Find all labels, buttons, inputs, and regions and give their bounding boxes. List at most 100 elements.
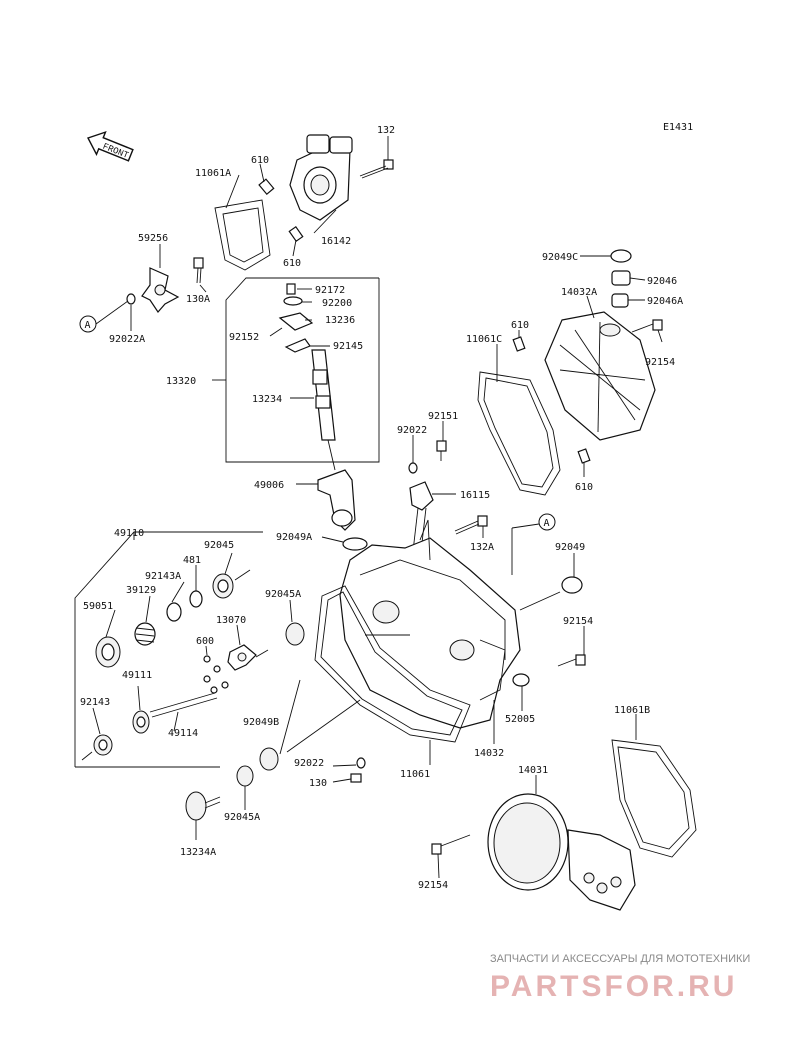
dowel-pin-610-right-lower <box>577 448 591 464</box>
label-39129: 39129 <box>126 585 156 596</box>
label-92049B: 92049B <box>243 717 279 728</box>
dowel-pin-610-right <box>512 336 526 352</box>
bolt-92154-upper <box>631 319 663 333</box>
washer-92022 <box>408 462 418 474</box>
water-pump-cover <box>289 134 353 221</box>
bolt-92154-lower <box>431 834 471 855</box>
label-59051: 59051 <box>83 601 113 612</box>
dowel-pin-610-lower <box>288 225 304 243</box>
label-92045A-upper: 92045A <box>265 589 301 600</box>
generator-gasket <box>611 739 697 858</box>
watermark: ЗАПЧАСТИ И АКСЕССУАРЫ ДЛЯ МОТОТЕХНИКИ PA… <box>490 953 750 1003</box>
label-92154-lower: 92154 <box>418 880 448 891</box>
bolt-92151 <box>436 440 447 461</box>
bearing-92046A <box>611 293 629 308</box>
label-11061A: 11061A <box>195 168 231 179</box>
gear-13234A <box>185 791 221 821</box>
label-92154-middle: 92154 <box>563 616 593 627</box>
label-49114: 49114 <box>168 728 198 739</box>
label-14032: 14032 <box>474 748 504 759</box>
label-49111: 49111 <box>122 670 152 681</box>
part-labels: 132 610 11061A 16142 610 59256 130A 9202… <box>80 125 683 891</box>
label-49006: 49006 <box>254 480 284 491</box>
label-49110: 49110 <box>114 528 144 539</box>
bearing-92046 <box>611 270 631 286</box>
bearing-92049C <box>610 249 632 263</box>
label-11061B: 11061B <box>614 705 650 716</box>
impeller <box>141 267 180 313</box>
seal-92143 <box>81 734 113 761</box>
label-92152: 92152 <box>229 332 259 343</box>
label-92046: 92046 <box>647 276 677 287</box>
label-92049: 92049 <box>555 542 585 553</box>
label-132A: 132A <box>470 542 494 553</box>
label-92045: 92045 <box>204 540 234 551</box>
label-52005: 52005 <box>505 714 535 725</box>
label-92172: 92172 <box>315 285 345 296</box>
clutch-outer-cover <box>544 311 656 441</box>
bolt-130 <box>350 773 362 783</box>
pump-shaft-49114 <box>149 692 218 718</box>
label-92143A: 92143A <box>145 571 181 582</box>
water-pump-gear <box>95 636 121 668</box>
seal-92045 <box>212 569 251 599</box>
pump-cover-gasket <box>214 199 271 271</box>
main-engine-cover <box>339 519 521 729</box>
label-14031: 14031 <box>518 765 548 776</box>
label-92022-lower: 92022 <box>294 758 324 769</box>
label-130A: 130A <box>186 294 210 305</box>
ring-481 <box>189 590 203 608</box>
seal-52005 <box>512 673 530 687</box>
label-92022: 92022 <box>397 425 427 436</box>
washer-92143A <box>166 602 182 622</box>
label-610-right-lower: 610 <box>575 482 593 493</box>
label-92045A-lower: 92045A <box>224 812 260 823</box>
bolt-130A <box>193 257 204 284</box>
label-92049C: 92049C <box>542 252 578 263</box>
shaft-group-box <box>212 277 380 463</box>
label-11061C: 11061C <box>466 334 502 345</box>
water-pump-group-box <box>74 531 263 768</box>
front-arrow-icon: FRONT <box>87 130 134 162</box>
leader-lines <box>92 136 663 879</box>
reference-marker-a-right: A <box>511 513 556 531</box>
reference-marker-a-right-label: A <box>544 518 550 529</box>
washer-92022-lower <box>356 757 366 769</box>
label-130: 130 <box>309 778 327 789</box>
watermark-brand: PARTSFOR.RU <box>490 970 737 1003</box>
pump-gear-49111 <box>132 710 150 734</box>
governor-shaft <box>311 349 336 471</box>
seal-92049 <box>561 576 583 594</box>
small-parts-stack <box>278 283 314 353</box>
label-16142: 16142 <box>321 236 351 247</box>
label-14032A: 14032A <box>561 287 597 298</box>
rod-assembly <box>317 469 356 531</box>
label-610-lower: 610 <box>283 258 301 269</box>
generator-cover <box>487 793 636 911</box>
label-92151: 92151 <box>428 411 458 422</box>
bearing-92045A-lower <box>236 765 254 787</box>
label-59256: 59256 <box>138 233 168 244</box>
label-92022A: 92022A <box>109 334 145 345</box>
label-11061: 11061 <box>400 769 430 780</box>
label-16115: 16115 <box>460 490 490 501</box>
label-92046A: 92046A <box>647 296 683 307</box>
reference-marker-a-left-label: A <box>85 320 91 331</box>
label-600: 600 <box>196 636 214 647</box>
label-92200: 92200 <box>322 298 352 309</box>
bolt-132A <box>454 515 488 535</box>
dowel-pin-610-upper <box>258 178 275 196</box>
label-481: 481 <box>183 555 201 566</box>
label-610-right: 610 <box>511 320 529 331</box>
bearing-92049B <box>259 747 279 771</box>
label-13234A: 13234A <box>180 847 216 858</box>
balls-600 <box>203 655 229 694</box>
bearing-92045A-upper <box>285 622 305 646</box>
impeller-13070 <box>227 644 269 671</box>
label-92154-upper: 92154 <box>645 357 675 368</box>
spring-39129 <box>134 622 156 646</box>
label-610-upper: 610 <box>251 155 269 166</box>
label-92049A: 92049A <box>276 532 312 543</box>
